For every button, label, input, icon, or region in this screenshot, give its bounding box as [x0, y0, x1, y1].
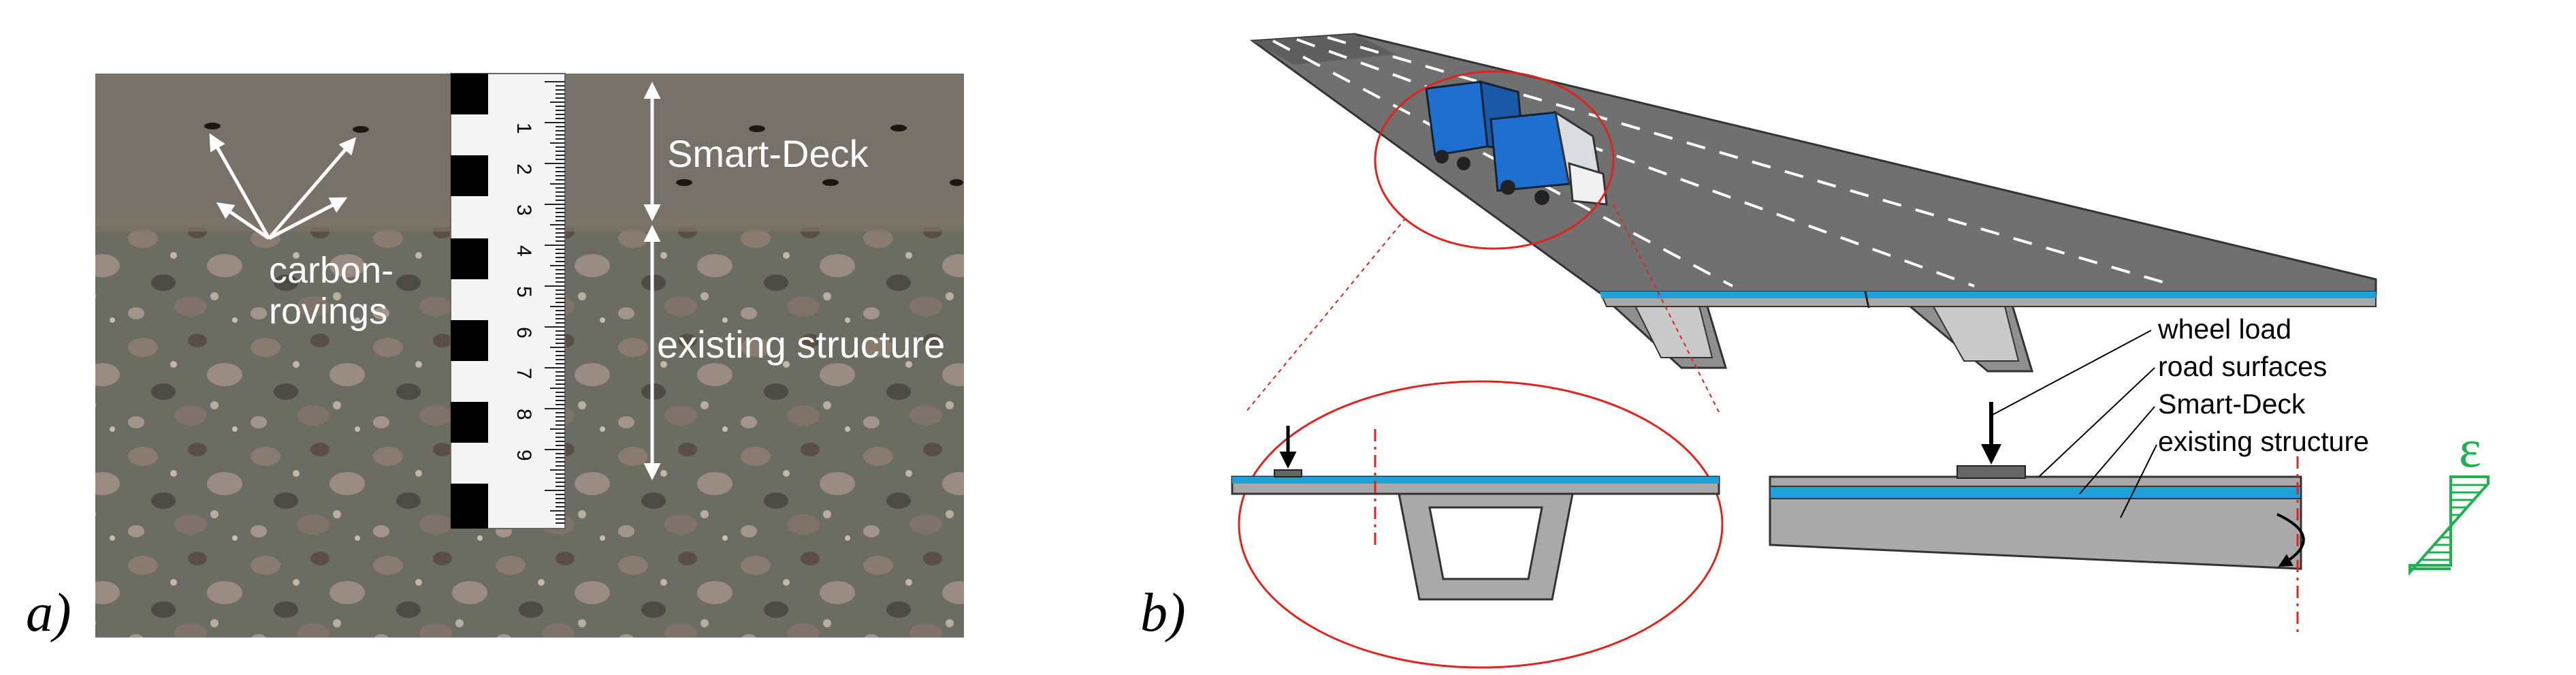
- carbon-rovings-label-line1: carbon-: [269, 250, 393, 291]
- smart-deck-label: Smart-Deck: [667, 132, 869, 175]
- carbon-roving-dots: [204, 123, 963, 186]
- truck: [1425, 80, 1608, 206]
- ruler-number: 8: [513, 409, 535, 420]
- ruler-number: 2: [513, 163, 535, 175]
- ruler-number: 5: [513, 286, 535, 298]
- ruler-number: 7: [513, 368, 535, 379]
- carbon-rovings-label-line2: rovings: [269, 291, 387, 332]
- ruler-number: 1: [513, 123, 535, 134]
- road-surfaces-label: road surfaces: [2158, 351, 2327, 382]
- panel-label-a: a): [26, 583, 71, 643]
- zoom-ellipse-bottom: [1238, 380, 1724, 669]
- bridge-3d-view: [1245, 33, 2377, 413]
- moment-arrow: [2276, 513, 2305, 567]
- side-view-section: [1769, 330, 2305, 633]
- ruler-number: 4: [513, 245, 535, 257]
- ruler-number: 6: [513, 327, 535, 339]
- ruler-number: 9: [513, 450, 535, 461]
- ruler-numbers: 1 2 3 4 5 6 7 8 9: [513, 123, 535, 461]
- zoom-ellipse-top: [1374, 70, 1615, 250]
- lane-markings: [1272, 36, 2166, 287]
- wheel-load-label: wheel load: [2157, 313, 2291, 345]
- existing-structure-callout: existing structure: [2158, 426, 2369, 457]
- existing-structure-label: existing structure: [657, 323, 945, 366]
- measuring-ruler: 1 2 3 4 5 6 7 8 9: [450, 73, 566, 529]
- strain-symbol: ε: [2459, 419, 2481, 478]
- smart-deck-callout: Smart-Deck: [2158, 388, 2306, 420]
- carbon-roving-arrows: [209, 133, 357, 240]
- strain-diagram: ε: [2409, 419, 2490, 576]
- panel-label-b: b): [1140, 583, 1186, 643]
- bridge-deck-surface: [1249, 33, 2377, 294]
- cross-section-detail: [1231, 380, 1724, 669]
- ruler-number: 3: [513, 204, 535, 216]
- bridge-smart-deck-stripe: [1600, 292, 2376, 298]
